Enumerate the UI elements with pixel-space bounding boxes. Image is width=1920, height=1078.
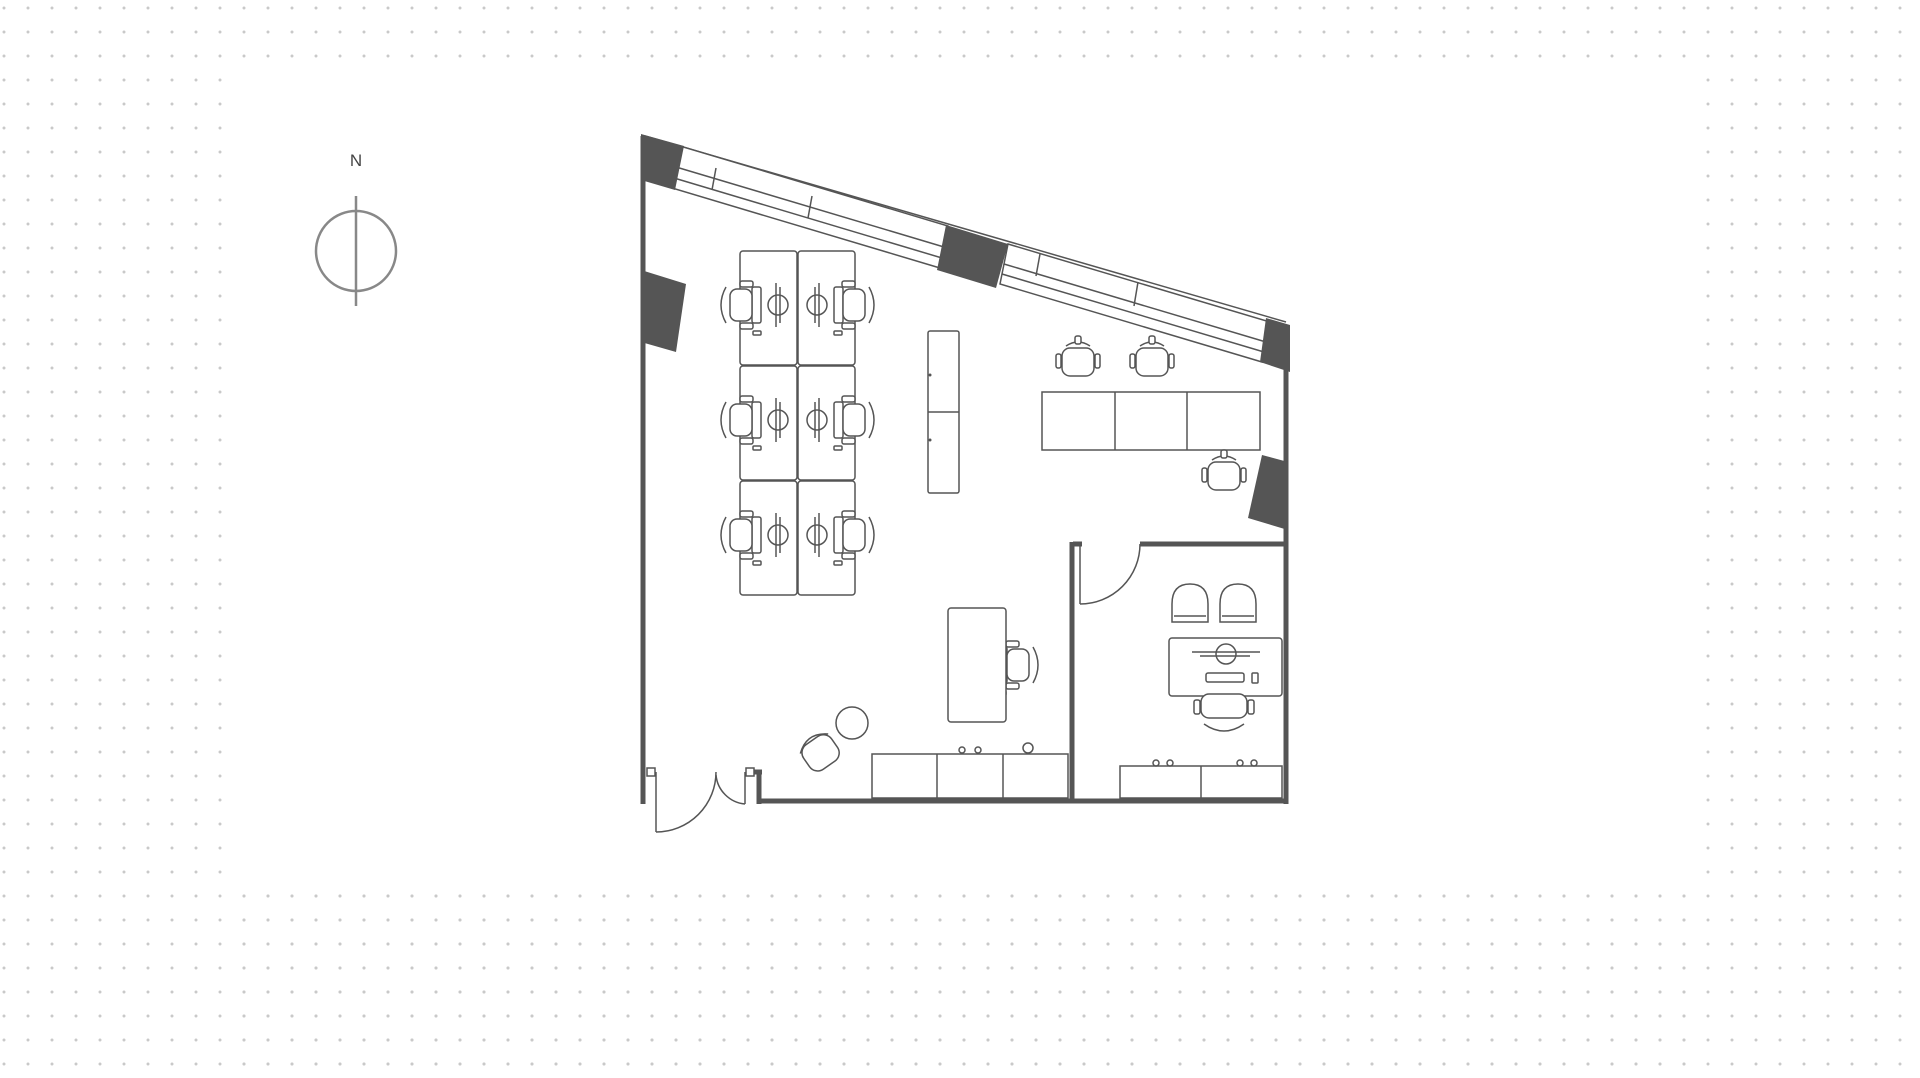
workstation-west	[720, 510, 789, 566]
private-office-desk	[1168, 637, 1283, 697]
credenza-main	[871, 742, 1069, 799]
meeting-chair	[1201, 449, 1247, 491]
workstation-east	[806, 510, 875, 566]
workstation-east	[806, 395, 875, 451]
workstation-east	[806, 280, 875, 336]
private-office-walls	[1069, 541, 1288, 801]
single-desk	[947, 607, 1007, 723]
structural-columns	[641, 134, 1290, 530]
entry-door	[646, 767, 755, 833]
meeting-counter	[1041, 391, 1261, 451]
private-office-task-chair	[1193, 693, 1255, 732]
compass-label: N	[350, 151, 362, 170]
workstation-west	[720, 395, 789, 451]
workstation-west	[720, 280, 789, 336]
compass: N	[314, 151, 398, 306]
meeting-chair	[1129, 335, 1175, 377]
private-office-guest-chairs	[1171, 583, 1257, 623]
meeting-chair	[1055, 335, 1101, 377]
credenza-private-office	[1119, 759, 1283, 799]
lounge-area	[799, 706, 869, 772]
meeting-chairs	[1055, 335, 1247, 491]
north-arrow-icon	[314, 196, 398, 306]
storage-cabinet	[927, 330, 960, 494]
